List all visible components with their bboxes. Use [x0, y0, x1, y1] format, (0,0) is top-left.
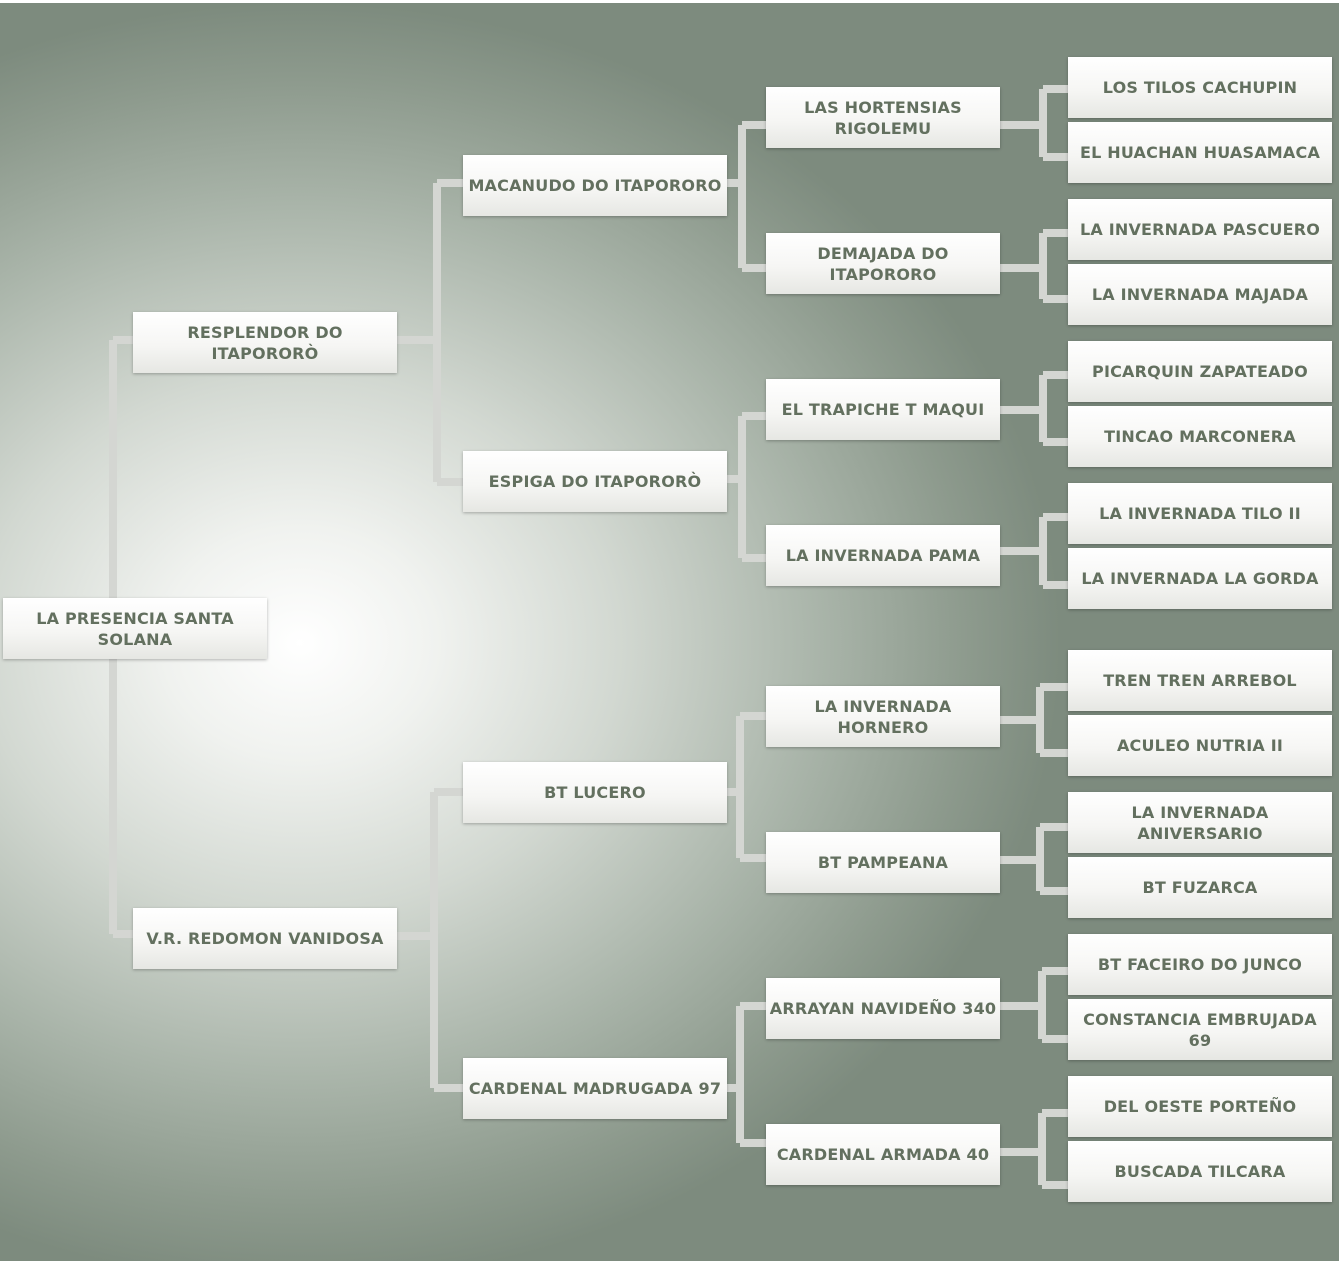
grandparent-box-4[interactable]: CARDENAL MADRUGADA 97: [463, 1058, 727, 1119]
great-grandparent-box-7[interactable]: ARRAYAN NAVIDEÑO 340: [766, 978, 1000, 1039]
great-great-grandparent-box-3[interactable]: LA INVERNADA PASCUERO: [1068, 199, 1332, 260]
connector-5: [727, 412, 766, 562]
great-great-grandparent-box-11[interactable]: LA INVERNADA ANIVERSARIO: [1068, 792, 1332, 853]
great-grandparent-box-6[interactable]: BT PAMPEANA: [766, 832, 1000, 893]
grandparent-box-2[interactable]: ESPIGA DO ITAPORORÒ: [463, 451, 727, 512]
subject-box[interactable]: LA PRESENCIA SANTA SOLANA: [3, 598, 267, 659]
great-great-grandparent-box-10[interactable]: ACULEO NUTRIA II: [1068, 715, 1332, 776]
pedigree-chart: LA PRESENCIA SANTA SOLANA RESPLENDOR DO …: [0, 3, 1339, 1261]
great-great-grandparent-box-14[interactable]: CONSTANCIA EMBRUJADA 69: [1068, 999, 1332, 1060]
connector-15: [1000, 1109, 1068, 1189]
connector-7: [727, 1002, 766, 1147]
great-great-grandparent-box-5[interactable]: PICARQUIN ZAPATEADO: [1068, 341, 1332, 402]
connector-3: [397, 788, 463, 1092]
great-grandparent-box-4[interactable]: LA INVERNADA PAMA: [766, 525, 1000, 586]
great-great-grandparent-box-7[interactable]: LA INVERNADA TILO II: [1068, 483, 1332, 544]
grandparent-box-3[interactable]: BT LUCERO: [463, 762, 727, 823]
connector-9: [1000, 229, 1068, 303]
great-grandparent-box-3[interactable]: EL TRAPICHE T MAQUI: [766, 379, 1000, 440]
connector-8: [1000, 85, 1068, 161]
connector-10: [1000, 371, 1068, 446]
connector-12: [1000, 683, 1068, 757]
great-grandparent-box-1[interactable]: LAS HORTENSIAS RIGOLEMU: [766, 87, 1000, 148]
connector-11: [1000, 513, 1068, 589]
great-great-grandparent-box-15[interactable]: DEL OESTE PORTEÑO: [1068, 1076, 1332, 1137]
sire-box[interactable]: RESPLENDOR DO ITAPORORÒ: [133, 312, 397, 373]
great-great-grandparent-box-9[interactable]: TREN TREN ARREBOL: [1068, 650, 1332, 711]
connector-6: [727, 712, 766, 862]
great-grandparent-box-2[interactable]: DEMAJADA DO ITAPORORO: [766, 233, 1000, 294]
great-great-grandparent-box-4[interactable]: LA INVERNADA MAJADA: [1068, 264, 1332, 325]
dam-box[interactable]: V.R. REDOMON VANIDOSA: [133, 908, 397, 969]
great-grandparent-box-8[interactable]: CARDENAL ARMADA 40: [766, 1124, 1000, 1185]
great-great-grandparent-box-16[interactable]: BUSCADA TILCARA: [1068, 1141, 1332, 1202]
great-great-grandparent-box-2[interactable]: EL HUACHAN HUASAMACA: [1068, 122, 1332, 183]
connector-14: [1000, 967, 1068, 1043]
great-great-grandparent-box-6[interactable]: TINCAO MARCONERA: [1068, 406, 1332, 467]
connector-13: [1000, 823, 1068, 895]
connector-4: [727, 121, 766, 272]
great-great-grandparent-box-13[interactable]: BT FACEIRO DO JUNCO: [1068, 934, 1332, 995]
great-grandparent-box-5[interactable]: LA INVERNADA HORNERO: [766, 686, 1000, 747]
great-great-grandparent-box-8[interactable]: LA INVERNADA LA GORDA: [1068, 548, 1332, 609]
great-great-grandparent-box-1[interactable]: LOS TILOS CACHUPIN: [1068, 57, 1332, 118]
great-great-grandparent-box-12[interactable]: BT FUZARCA: [1068, 857, 1332, 918]
connector-2: [397, 179, 463, 486]
grandparent-box-1[interactable]: MACANUDO DO ITAPORORO: [463, 155, 727, 216]
